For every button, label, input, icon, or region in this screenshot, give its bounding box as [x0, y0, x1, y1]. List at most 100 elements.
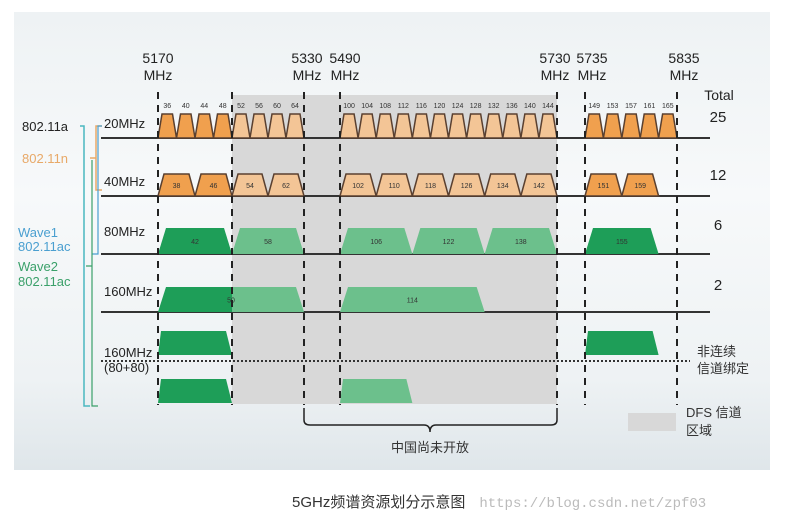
china-closed-brace: [303, 408, 558, 433]
standard-802-11a: 802.11a: [22, 119, 69, 134]
freq-marker-unit: MHz: [144, 67, 173, 83]
dfs-legend-label-2: 区域: [686, 423, 712, 438]
freq-marker-unit: MHz: [541, 67, 570, 83]
channel-block: [483, 173, 522, 197]
dfs-legend-swatch: [628, 413, 676, 431]
channel-number: 110: [389, 183, 400, 190]
channel-block: [483, 113, 504, 139]
channel-number: 114: [407, 298, 418, 305]
freq-marker-value: 5735: [576, 50, 607, 66]
channel-number: 157: [625, 103, 637, 110]
channel-block: [639, 113, 660, 139]
channel-number: 108: [379, 103, 391, 110]
channel-block: [285, 113, 305, 139]
channel-block: [194, 113, 215, 139]
channel-block: [158, 228, 232, 254]
channel-number: 122: [443, 239, 455, 246]
channel-block: [584, 113, 605, 139]
row-label-80-80-sub: (80+80): [104, 360, 149, 375]
channel-number: 104: [361, 103, 373, 110]
row-label-80-80: 160MHz: [104, 345, 152, 360]
channel-number: 40: [182, 103, 190, 110]
channel-block: [175, 113, 196, 139]
channel-block: [538, 113, 558, 139]
channel-block: [339, 173, 378, 197]
freq-marker-value: 5330: [291, 50, 322, 66]
channel-number: 149: [588, 103, 600, 110]
channel-block: [465, 113, 486, 139]
channel-number: 132: [488, 103, 500, 110]
channel-block: [339, 113, 359, 139]
channel-block-80-80: [340, 379, 413, 403]
channel-block: [429, 113, 450, 139]
channel-number: 64: [291, 103, 299, 110]
annotation-non-contiguous-2: 信道绑定: [697, 361, 749, 376]
channel-number: 44: [200, 103, 208, 110]
channel-number: 100: [343, 103, 355, 110]
channel-number: 118: [425, 183, 436, 190]
bracket-802-11a: [80, 125, 90, 407]
channel-number: 159: [634, 183, 646, 190]
channel-number: 136: [506, 103, 518, 110]
channel-block: [194, 173, 233, 197]
caption: 5GHz频谱资源划分示意图 https://blog.csdn.net/zpf03: [292, 491, 706, 512]
freq-marker-value: 5835: [668, 50, 699, 66]
channel-number: 46: [210, 183, 218, 190]
channel-number: 116: [416, 103, 427, 110]
channel-block: [411, 113, 432, 139]
channel-block: [340, 228, 413, 254]
standard-wave2-sub: 802.11ac: [18, 274, 71, 289]
channel-block: [231, 113, 251, 139]
row-total: 2: [714, 277, 722, 294]
channel-number: 165: [662, 103, 674, 110]
channel-number: 58: [264, 239, 272, 246]
channel-number: 151: [598, 183, 610, 190]
row-label-160MHz: 160MHz: [104, 284, 152, 299]
channel-number: 155: [616, 239, 628, 246]
channel-number: 42: [191, 239, 199, 246]
channel-block-80-80: [585, 331, 659, 355]
channel-block: [157, 113, 178, 139]
channel-number: 62: [282, 183, 290, 190]
bracket-wave1: [92, 125, 102, 255]
standard-wave1-sub: 802.11ac: [18, 239, 71, 254]
annotation-non-contiguous: 非连续: [697, 344, 736, 359]
channel-block: [157, 173, 196, 197]
channel-block: [249, 113, 269, 139]
caption-text: 5GHz频谱资源划分示意图: [292, 494, 466, 511]
channel-number: 120: [434, 103, 446, 110]
channel-block: [484, 228, 557, 254]
channel-number: 48: [219, 103, 227, 110]
standard-wave2: Wave2: [18, 259, 58, 274]
freq-marker-value: 5730: [539, 50, 570, 66]
watermark-url: https://blog.csdn.net/zpf03: [479, 496, 707, 512]
channel-number: 52: [237, 103, 245, 110]
channel-block-80-80: [158, 331, 232, 355]
freq-marker-unit: MHz: [293, 67, 322, 83]
channel-block: [602, 113, 623, 139]
freq-marker-value: 5490: [329, 50, 360, 66]
channel-block: [393, 113, 414, 139]
channel-block: [232, 228, 304, 254]
channel-number: 106: [370, 239, 382, 246]
channel-block: [232, 287, 304, 312]
freq-marker-value: 5170: [142, 50, 173, 66]
channel-block: [584, 173, 623, 197]
row-total: 25: [710, 109, 727, 126]
channel-number: 36: [163, 103, 171, 110]
row-label-40MHz: 40MHz: [104, 174, 145, 189]
channel-block: [519, 173, 558, 197]
channel-block: [657, 113, 678, 139]
annotation-china-closed: 中国尚未开放: [391, 440, 469, 455]
channel-block-80-80: [158, 379, 232, 403]
channel-block: [620, 113, 642, 139]
channel-number: 124: [452, 103, 464, 110]
freq-marker-unit: MHz: [331, 67, 360, 83]
channel-block: [620, 173, 660, 197]
channel-block: [212, 113, 233, 139]
channel-number: 102: [352, 183, 364, 190]
channel-number: 126: [461, 183, 473, 190]
channel-block: [585, 228, 659, 254]
channel-block: [412, 228, 485, 254]
